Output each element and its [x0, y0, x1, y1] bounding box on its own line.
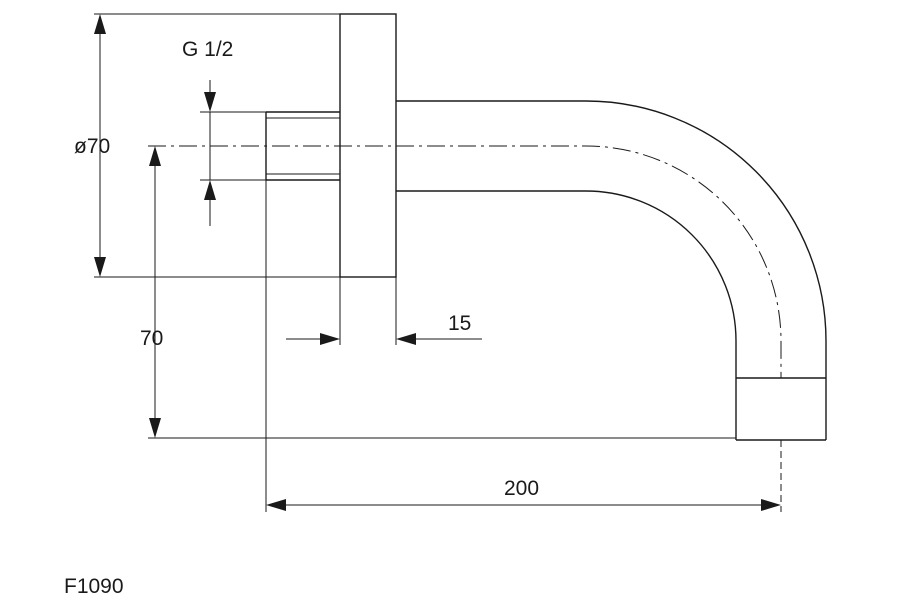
dimension-flange-thickness: 15 — [286, 312, 482, 345]
dimension-height: 70 — [140, 146, 163, 438]
spout-body — [396, 100, 827, 441]
thread-label: G 1/2 — [182, 38, 233, 61]
projection-label: 200 — [504, 477, 539, 500]
flange-thickness-label: 15 — [448, 312, 471, 335]
center-lines — [148, 145, 782, 512]
dimension-projection: 200 — [266, 477, 781, 511]
height-label: 70 — [140, 327, 163, 350]
dimension-flange-diameter: ø70 — [74, 14, 110, 277]
extension-lines — [94, 13, 736, 512]
flange-diameter-label: ø70 — [74, 135, 110, 158]
drawing-code: F1090 — [64, 575, 124, 598]
dimension-thread: G 1/2 — [182, 38, 233, 226]
